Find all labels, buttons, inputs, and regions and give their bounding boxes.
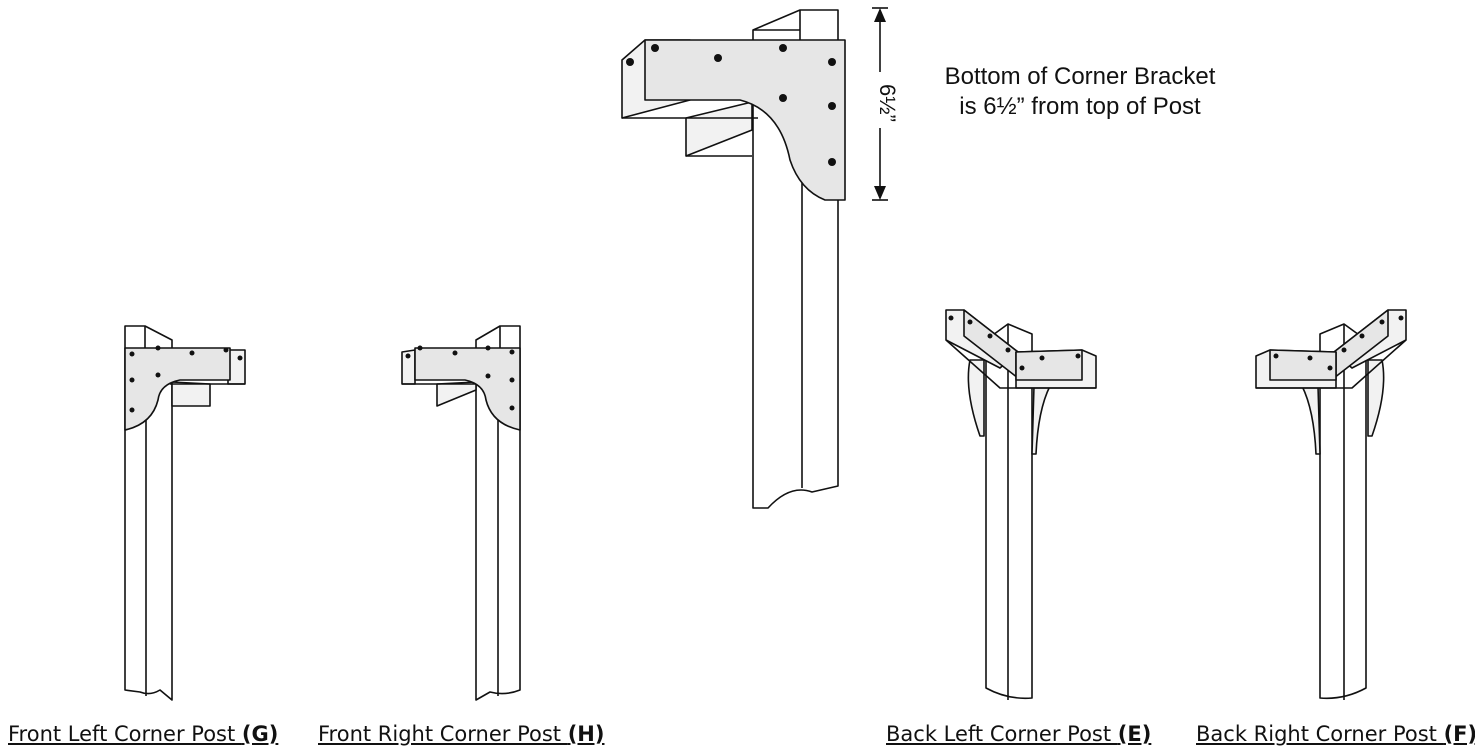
caption-letter: (E) xyxy=(1117,722,1152,746)
caption-text: Front Left Corner Post xyxy=(8,722,242,746)
caption-text: Back Left Corner Post xyxy=(886,722,1118,746)
caption-front-left: Front Left Corner Post (G) xyxy=(8,722,278,746)
bracket-note-line2: is 6½” from top of Post xyxy=(959,93,1201,120)
caption-back-right: Back Right Corner Post (F) xyxy=(1196,722,1475,746)
back-right-corner-post xyxy=(1255,309,1407,700)
back-left-corner-post xyxy=(945,309,1097,700)
caption-back-left: Back Left Corner Post (E) xyxy=(886,722,1151,746)
caption-letter: (G) xyxy=(241,722,279,746)
caption-text: Back Right Corner Post xyxy=(1196,722,1444,746)
caption-letter: (H) xyxy=(567,722,605,746)
caption-letter: (F) xyxy=(1443,722,1475,746)
bracket-note-line1: Bottom of Corner Bracket xyxy=(944,63,1216,90)
dimension-arrow xyxy=(872,7,888,201)
caption-text: Front Right Corner Post xyxy=(318,722,568,746)
detail-corner-post xyxy=(621,9,846,509)
dimension-label: 6½” xyxy=(874,84,900,122)
bracket-note: Bottom of Corner Bracket is 6½” from top… xyxy=(905,62,1255,122)
caption-front-right: Front Right Corner Post (H) xyxy=(318,722,604,746)
front-right-corner-post xyxy=(401,325,521,701)
front-left-corner-post xyxy=(124,325,246,701)
